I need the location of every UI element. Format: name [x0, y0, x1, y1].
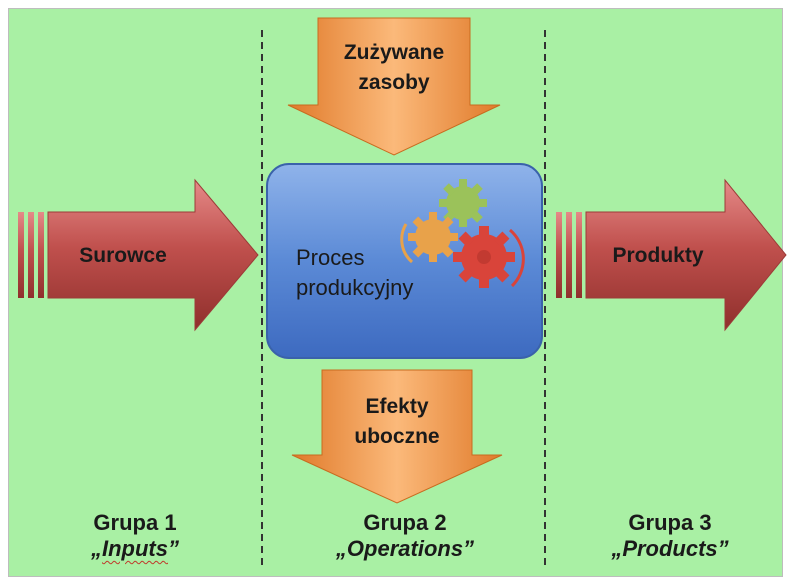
top-arrow-line1: Zużywane	[343, 41, 445, 64]
group-1: Grupa 1 „Inputs”	[60, 510, 210, 562]
right-arrow-label: Produkty	[612, 244, 704, 267]
group-3-title: Grupa 3	[628, 510, 712, 535]
bottom-arrow-line1: Efekty	[365, 395, 429, 418]
top-arrow-label: Zużywane zasoby	[318, 38, 470, 98]
bottom-arrow	[291, 369, 503, 504]
process-line1: Proces	[296, 245, 365, 270]
left-arrow	[18, 178, 259, 332]
top-arrow	[287, 17, 501, 156]
left-arrow-label: Surowce	[79, 244, 167, 267]
group-1-subtitle-word: Inputs	[102, 536, 168, 561]
group-2: Grupa 2 „Operations”	[320, 510, 490, 562]
gears-icon	[400, 179, 525, 288]
process-line2: produkcyjny	[296, 275, 414, 300]
group-1-subtitle: „Inputs”	[60, 536, 210, 562]
group-2-subtitle: „Operations”	[335, 536, 475, 561]
group-3: Grupa 3 „Products”	[590, 510, 750, 562]
group-1-subtitle-open: „	[91, 536, 102, 561]
group-1-subtitle-close: ”	[168, 536, 179, 561]
bottom-arrow-label: Efekty uboczne	[322, 392, 472, 452]
group-3-subtitle: „Products”	[611, 536, 729, 561]
process-label: Proces produkcyjny	[296, 243, 413, 303]
top-arrow-line2: zasoby	[358, 71, 430, 94]
bottom-arrow-line2: uboczne	[354, 425, 440, 448]
group-1-title: Grupa 1	[93, 510, 177, 535]
right-arrow	[556, 178, 787, 332]
group-2-title: Grupa 2	[363, 510, 447, 535]
